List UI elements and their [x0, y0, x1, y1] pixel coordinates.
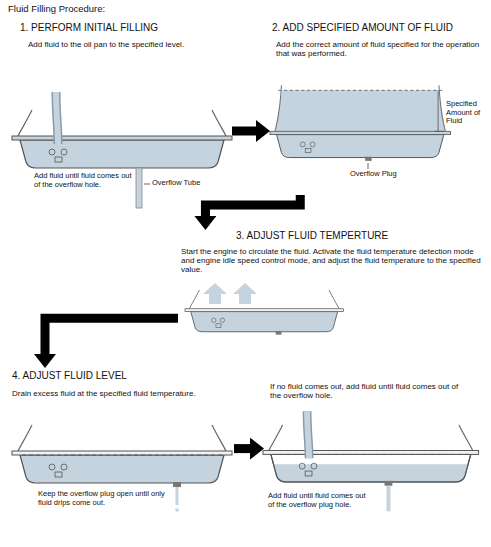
step-panel: Keep the overflow plug open until only f…	[12, 415, 234, 535]
part-label: Add fluid until fluid comes out of the o…	[34, 172, 132, 189]
flow-arrow	[232, 127, 256, 136]
step-text: If no fluid comes out, add fluid until f…	[270, 382, 465, 400]
step-text: Add fluid to the oil pan to the specifie…	[28, 40, 228, 49]
oil-pan	[270, 85, 450, 160]
step-panel: If no fluid comes out, add fluid until f…	[262, 378, 483, 535]
oil-pan	[263, 411, 479, 511]
step-text: Start the engine to circulate the fluid.…	[181, 247, 481, 275]
part-label: Overflow Tube	[152, 179, 222, 188]
heat-arrow	[203, 283, 227, 304]
step-panel: 3. ADJUST FLUID TEMPERTURE Start the engi…	[178, 228, 483, 350]
heat-arrow	[233, 283, 257, 304]
step-heading: 3. ADJUST FLUID TEMPERTURE	[236, 230, 476, 242]
diagram-title: Fluid Filling Procedure:	[8, 4, 105, 15]
flow-arrow	[45, 318, 178, 354]
step-heading: 1. PERFORM INITIAL FILLING	[20, 22, 230, 34]
callout-text: Keep the overflow plug open until only f…	[38, 490, 166, 507]
leader-line	[144, 184, 150, 185]
step-text: Add the correct amount of fluid specifie…	[276, 40, 481, 58]
oil-pan	[12, 92, 232, 208]
step-panel: 4. ADJUST FLUID LEVEL Drain excess fluid …	[10, 366, 483, 538]
leader-line	[368, 163, 369, 169]
part-label: Overflow Plug	[350, 170, 420, 179]
step-text: Drain excess fluid at the specified flui…	[12, 389, 227, 398]
step-heading: 4. ADJUST FLUID LEVEL	[12, 370, 242, 382]
oil-pan	[12, 425, 232, 512]
flow-arrow	[205, 195, 300, 216]
oil-pan	[185, 290, 343, 335]
step-heading: 2. ADD SPECIFIED AMOUNT OF FLUID	[272, 22, 482, 34]
callout-text: Add fluid until fluid comes out of the o…	[268, 492, 373, 509]
part-label: Specified Amount of Fluid	[446, 100, 486, 126]
flow-arrow	[234, 444, 250, 453]
